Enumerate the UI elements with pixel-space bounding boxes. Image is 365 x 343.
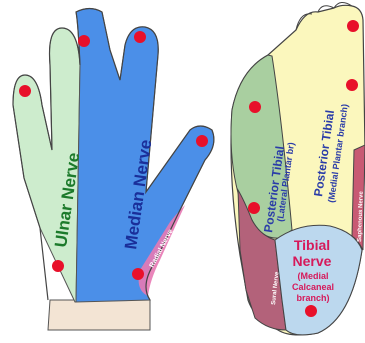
marker-lateral-forefoot	[249, 101, 261, 113]
marker-ulnar-palm	[52, 260, 64, 272]
tibial-nerve-line1: Tibial	[294, 237, 330, 253]
marker-big-toe	[347, 20, 359, 32]
marker-medial-forefoot	[346, 79, 358, 91]
marker-lateral-heel	[248, 202, 260, 214]
marker-middle-finger	[134, 31, 146, 43]
foot-illustration: Posterior Tibial (Lateral Plantar br) Po…	[231, 2, 365, 334]
marker-thenar	[132, 268, 144, 280]
marker-ring-finger	[78, 35, 90, 47]
tibial-nerve-sub1: (Medial	[297, 271, 328, 281]
wrist-region	[48, 300, 150, 330]
marker-thumb	[196, 135, 208, 147]
hand-illustration: Ulnar Nerve Median Nerve Radial Nerve	[13, 9, 214, 331]
tibial-nerve-sub2: Calcaneal	[292, 282, 334, 292]
marker-little-finger	[19, 85, 31, 97]
marker-heel	[305, 305, 317, 317]
tibial-nerve-line2: Nerve	[293, 253, 332, 269]
tibial-nerve-sub3: branch)	[296, 293, 329, 303]
